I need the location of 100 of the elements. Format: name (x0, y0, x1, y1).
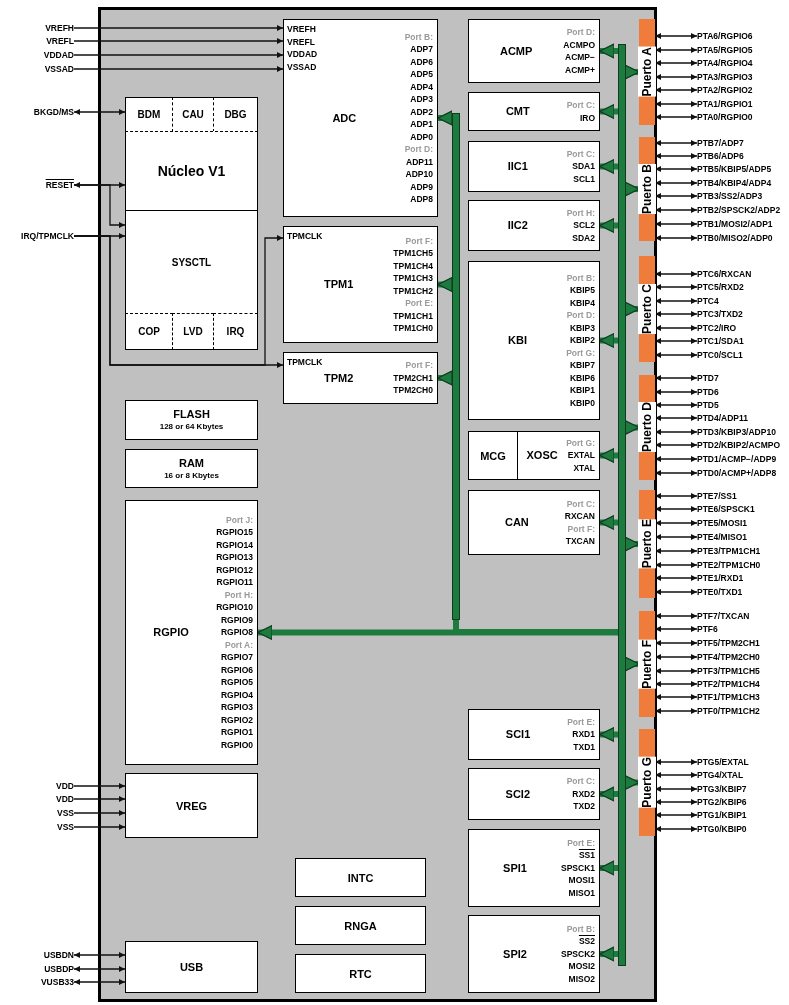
pin-label: TPM2CH1 (393, 371, 433, 385)
pin-label: RGPIO7 (220, 651, 253, 664)
pin-label: ACMP+ (565, 63, 595, 76)
pin-label: PTA5/RGPIO5 (697, 44, 753, 56)
module-cell (172, 313, 214, 350)
pin-label: ACMPO (563, 38, 595, 51)
arrow (73, 184, 126, 228)
module-block (468, 768, 600, 820)
module-block (125, 941, 258, 993)
arrow (654, 114, 698, 120)
bus-arrow (599, 332, 618, 349)
arrow (654, 681, 698, 687)
pin-label: ADP5 (410, 68, 433, 81)
port-label: Port F: (405, 234, 433, 247)
pin-label: PTG2/KBIP6 (697, 796, 747, 808)
bus-arrow (624, 301, 640, 317)
port-label: Port H: (566, 206, 595, 220)
pin-label: PTC1/SDA1 (697, 335, 744, 347)
port-bar (639, 611, 655, 717)
pin-label: PTE0/TXD1 (697, 586, 743, 598)
module-block (468, 490, 600, 555)
arrow (73, 979, 126, 985)
module-block (125, 500, 258, 765)
pin-label: RGPIO4 (220, 688, 253, 702)
pin-label: RXD1 (572, 728, 595, 741)
bus-arrow (437, 370, 453, 386)
pin-label: EXTAL (567, 449, 595, 462)
module-block (468, 829, 600, 907)
arrow (654, 153, 698, 159)
pin-label: PTE1/RXD1 (697, 572, 744, 584)
connector-line (453, 620, 618, 635)
pin-label: PTC4 (697, 295, 719, 307)
port-name: Puerto G (638, 757, 656, 808)
pin-label: RXD2 (572, 787, 595, 801)
module-block (517, 431, 600, 480)
arrow (654, 74, 698, 80)
port-bar (639, 729, 655, 836)
port-bar (639, 375, 655, 480)
pin-label: PTC0/SCL1 (697, 349, 743, 361)
arrow (654, 298, 698, 304)
module-name: COP (138, 325, 160, 339)
pin-label: RGPIO0 (220, 738, 253, 752)
pin-label: PTB2/SPSCK2/ADP2 (697, 204, 781, 216)
pin-label: KBIP1 (569, 384, 595, 397)
pin-label: ADP7 (410, 43, 433, 56)
pin-label: KBIP6 (569, 371, 595, 385)
arrow (654, 60, 698, 66)
arrow (654, 759, 698, 765)
port-label: Port E: (405, 297, 433, 310)
port-label: Port E: (567, 715, 595, 729)
bus-arrow (437, 276, 453, 293)
pin-label: KBIP0 (569, 396, 595, 410)
arrow (654, 613, 698, 619)
pin-label: TPMCLK (287, 230, 323, 243)
pin-label: ADP8 (410, 193, 433, 206)
pin-label: XTAL (573, 461, 595, 475)
pin-label: TXD2 (573, 800, 595, 813)
module-note: 16 or 8 Kbytes (164, 469, 219, 482)
pin-label: PTE3/TPM1CH1 (697, 545, 761, 557)
module-name: FLASH (173, 407, 210, 421)
pin-label: PTB4/KBIP4/ADP4 (697, 177, 772, 189)
pin-label: MOSI2 (568, 960, 595, 973)
module-block (468, 431, 518, 480)
bus-arrow (599, 860, 618, 876)
module-block (468, 261, 600, 420)
bus-arrow (257, 624, 618, 641)
pin-label: ADP1 (410, 118, 433, 131)
pin-label: TPM1CH5 (393, 247, 433, 260)
arrow (654, 575, 698, 581)
arrow (73, 109, 126, 115)
bus-arrow (437, 110, 453, 126)
module-name: RTC (349, 966, 372, 981)
pin-label: VDD (56, 793, 74, 805)
module-name: RNGA (344, 918, 377, 933)
bus-arrow (599, 946, 618, 962)
module-cell (172, 97, 214, 132)
arrow (654, 589, 698, 595)
port-bar (639, 490, 655, 598)
arrow (654, 375, 698, 381)
pin-label: RGPIO11 (216, 576, 253, 589)
arrow (654, 402, 698, 408)
arrow (654, 534, 698, 540)
port-label: Port F: (405, 359, 433, 372)
bus-bar (618, 44, 626, 966)
pin-label: VUSB33 (40, 976, 74, 988)
pin-label: SCL2 (573, 219, 595, 232)
port-label: Port H: (224, 588, 253, 602)
bus-arrow (624, 774, 640, 791)
arrow (654, 389, 698, 395)
pin-label: TPM1CH0 (393, 322, 433, 335)
arrow (654, 799, 698, 805)
arrow (654, 493, 698, 499)
module-block (283, 226, 438, 343)
bus-arrow (624, 656, 640, 672)
bus-arrow (599, 217, 618, 234)
module-name: LVD (183, 325, 203, 339)
module-name: TPM2 (324, 370, 354, 386)
module-name: ACMP (500, 43, 533, 59)
pin-label: PTG3/KBIP7 (697, 783, 747, 795)
arrow (73, 52, 284, 58)
